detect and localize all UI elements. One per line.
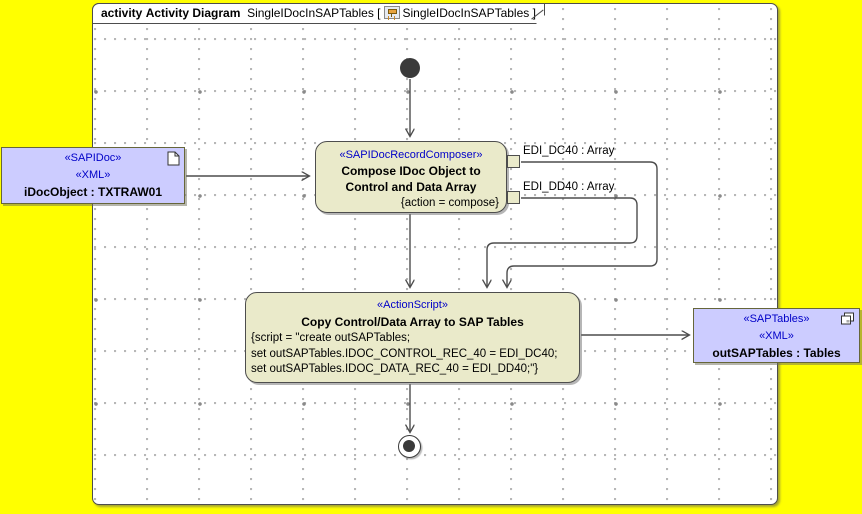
copies-icon (841, 312, 854, 325)
action-name: Copy Control/Data Array to SAP Tables (301, 315, 524, 329)
stereotype: «SAPIDoc» (64, 152, 122, 164)
object-name: outSAPTables : Tables (712, 346, 841, 360)
initial-node[interactable] (400, 58, 420, 78)
activity-diagram-icon (384, 6, 400, 19)
diagram-canvas[interactable] (92, 3, 778, 505)
object-node-idocobject[interactable]: «SAPIDoc» «XML» iDocObject : TXTRAW01 (1, 147, 185, 204)
stereotype: «XML» (75, 169, 111, 181)
edge-pin-dc40-to-copy[interactable] (507, 161, 658, 287)
stereotype: «SAPIDocRecordComposer» (339, 149, 483, 161)
output-pin-edi-dd40[interactable] (507, 191, 520, 204)
document-icon (167, 151, 180, 166)
script-line: set outSAPTables.IDOC_DATA_REC_40 = EDI_… (251, 363, 539, 375)
script-line: {script = "create outSAPTables; (251, 332, 411, 344)
pin-label-edi-dd40: EDI_DD40 : Array (523, 181, 615, 193)
diagram-frame-tab[interactable]: activity Activity Diagram SingleIDocInSA… (92, 3, 545, 24)
activity-final-node[interactable] (398, 435, 421, 458)
object-node-outsaptables[interactable]: «SAPTables» «XML» outSAPTables : Tables (693, 308, 860, 363)
action-node-copy[interactable]: «ActionScript» Copy Control/Data Array t… (245, 292, 580, 383)
frame-type-label: Activity Diagram (145, 5, 241, 20)
action-name-line1: Compose IDoc Object to (341, 164, 481, 178)
script-line: set outSAPTables.IDOC_CONTROL_REC_40 = E… (251, 347, 558, 360)
object-name: iDocObject : TXTRAW01 (23, 185, 163, 199)
bracket-close: ] (532, 5, 536, 20)
spacer (240, 6, 247, 20)
action-name-line2: Control and Data Array (345, 180, 477, 194)
action-constraint: {action = compose} (400, 197, 499, 209)
edge-pin-dd40-to-copy[interactable] (487, 197, 638, 287)
action-node-compose[interactable]: «SAPIDocRecordComposer» Compose IDoc Obj… (315, 141, 507, 213)
output-pin-edi-dc40[interactable] (507, 155, 520, 168)
stereotype: «SAPTables» (743, 313, 810, 325)
stereotype: «XML» (759, 330, 794, 342)
diagram-context-name: SingleIDocInSAPTables (402, 5, 530, 20)
diagram-name: SingleIDocInSAPTables (247, 5, 374, 20)
frame-kind-label: activity (101, 5, 143, 20)
bracket-open: [ (377, 5, 381, 20)
stereotype: «ActionScript» (377, 299, 448, 311)
pin-label-edi-dc40: EDI_DC40 : Array (523, 145, 615, 157)
